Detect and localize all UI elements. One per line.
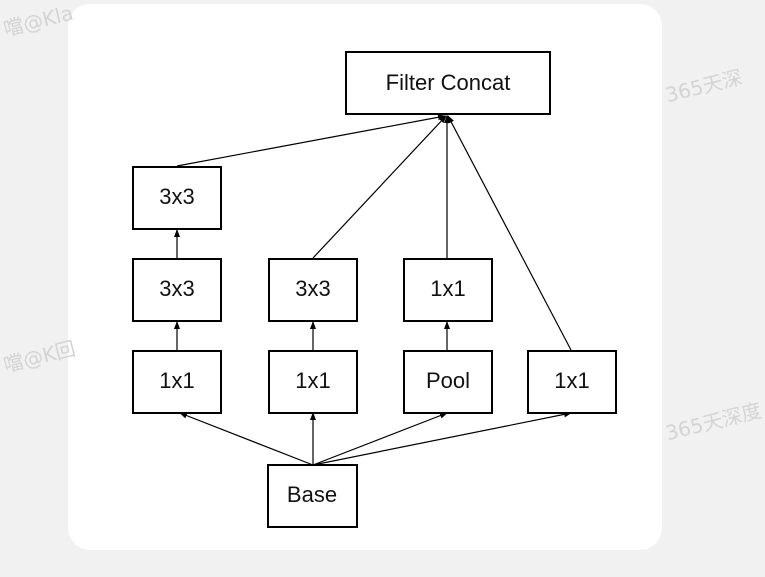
edge-base-to-b4-1x1 <box>312 411 572 466</box>
node-b4-bot-label: 1x1 <box>554 368 589 393</box>
node-filter-concat: Filter Concat <box>345 51 551 115</box>
node-b1-mid-label: 3x3 <box>159 276 194 301</box>
node-filter-concat-label: Filter Concat <box>386 70 511 95</box>
edge-b4-to-concat <box>447 115 572 351</box>
node-b3-mid-1x1: 1x1 <box>403 258 493 322</box>
node-b1-top-3x3: 3x3 <box>132 166 222 230</box>
node-b1-bot-label: 1x1 <box>159 368 194 393</box>
edge-b2-to-concat <box>312 115 447 259</box>
node-b4-bot-1x1: 1x1 <box>527 350 617 414</box>
edge-base-to-b1-1x1 <box>179 412 314 466</box>
edge-b1-to-concat <box>176 114 446 167</box>
node-b1-top-label: 3x3 <box>159 184 194 209</box>
node-b1-bot-1x1: 1x1 <box>132 350 222 414</box>
node-b2-mid-3x3: 3x3 <box>268 258 358 322</box>
node-base: Base <box>267 464 358 528</box>
node-b2-bot-1x1: 1x1 <box>268 350 358 414</box>
node-b2-bot-label: 1x1 <box>295 368 330 393</box>
edge-base-to-pool <box>312 412 448 466</box>
node-base-label: Base <box>287 482 337 507</box>
node-b1-mid-3x3: 3x3 <box>132 258 222 322</box>
node-b3-bot-label: Pool <box>426 368 470 393</box>
node-b3-mid-label: 1x1 <box>430 276 465 301</box>
node-b2-mid-label: 3x3 <box>295 276 330 301</box>
node-b3-bot-pool: Pool <box>403 350 493 414</box>
